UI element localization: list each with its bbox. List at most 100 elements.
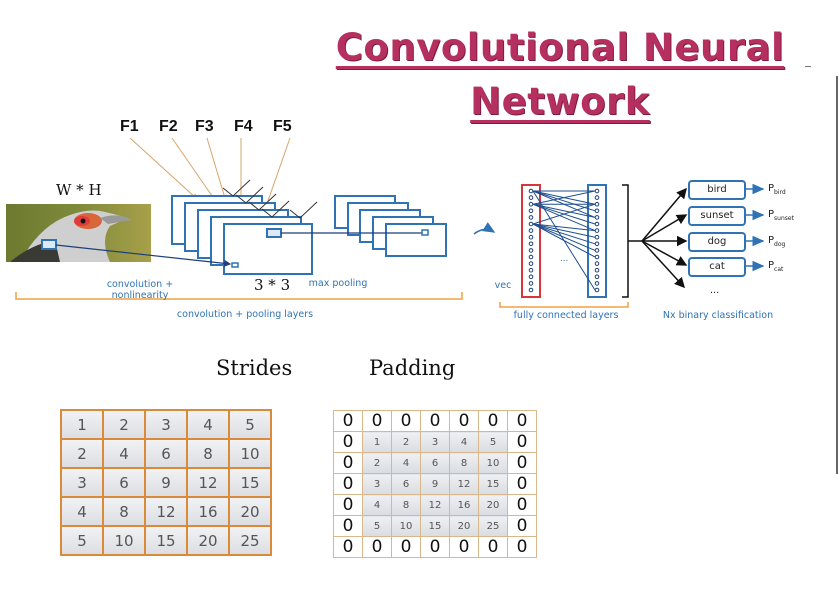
strides-cell: 15 xyxy=(144,525,188,556)
vec-neuron xyxy=(528,274,534,280)
fc-neuron xyxy=(594,208,600,214)
padding-zero-cell: 0 xyxy=(478,410,508,432)
vec-neuron xyxy=(528,248,534,253)
class-box-sunset: sunset xyxy=(688,206,746,226)
prob-symbol: P xyxy=(768,260,775,271)
padding-value-cell: 15 xyxy=(420,515,450,537)
fc-connection xyxy=(532,203,596,232)
padding-value-cell: 6 xyxy=(391,473,421,495)
vec-neuron xyxy=(528,261,534,266)
strides-cell: 20 xyxy=(228,496,272,527)
padding-zero-cell: 0 xyxy=(507,494,537,516)
vec-neuron xyxy=(528,254,534,260)
caption-conv-line2: nonlinearity xyxy=(111,290,169,301)
strides-cell: 3 xyxy=(144,409,188,440)
padding-value-cell: 1 xyxy=(362,431,392,453)
vec-neuron xyxy=(528,267,534,273)
padding-value-cell: 12 xyxy=(420,494,450,516)
padding-zero-cell: 0 xyxy=(449,410,479,432)
fc-connection xyxy=(532,203,596,218)
fc-neuron xyxy=(594,201,600,207)
padding-zero-cell: 0 xyxy=(333,494,363,516)
padding-value-cell: 20 xyxy=(478,494,508,516)
padding-zero-cell: 0 xyxy=(333,452,363,474)
strides-cell: 10 xyxy=(228,438,272,469)
input-size-label: W * H xyxy=(56,181,102,199)
padding-zero-cell: 0 xyxy=(507,515,537,537)
prob-dog: Pdog xyxy=(768,235,785,248)
padding-zero-cell: 0 xyxy=(391,410,421,432)
strides-cell: 3 xyxy=(60,467,104,498)
kernel-size-label: 3 * 3 xyxy=(254,276,291,294)
padding-value-cell: 4 xyxy=(391,452,421,474)
filter-label-f2: F2 xyxy=(159,118,178,135)
strides-cell: 6 xyxy=(102,467,146,498)
padding-value-cell: 10 xyxy=(391,515,421,537)
fc-connection xyxy=(532,203,596,225)
caption-max-pooling: max pooling xyxy=(308,278,368,289)
strides-title: Strides xyxy=(216,356,293,380)
fc-ellipsis: ... xyxy=(560,253,569,264)
fc-neuron xyxy=(594,195,600,200)
vec-neuron xyxy=(528,215,534,220)
vec-neuron xyxy=(528,208,534,214)
strides-cell: 8 xyxy=(186,438,230,469)
cnn-diagram xyxy=(6,137,765,308)
fc-neuron xyxy=(594,188,600,194)
padding-value-cell: 5 xyxy=(362,515,392,537)
strides-cell: 6 xyxy=(144,438,188,469)
padding-zero-cell: 0 xyxy=(449,536,479,558)
conv-feature-maps xyxy=(171,195,313,275)
padding-zero-cell: 0 xyxy=(333,410,363,432)
vec-neuron xyxy=(528,221,534,227)
prob-symbol: P xyxy=(768,209,775,220)
padding-value-cell: 16 xyxy=(449,494,479,516)
padding-zero-cell: 0 xyxy=(333,515,363,537)
vec-neuron xyxy=(528,188,534,194)
strides-cell: 25 xyxy=(228,525,272,556)
padding-zero-cell: 0 xyxy=(420,536,450,558)
pooling-maps xyxy=(334,195,447,257)
padding-zero-cell: 0 xyxy=(507,452,537,474)
filter-label-f1: F1 xyxy=(120,118,139,135)
prob-sunset: Psunset xyxy=(768,209,794,222)
strides-cell: 4 xyxy=(102,438,146,469)
strides-cell: 16 xyxy=(186,496,230,527)
caption-conv-line1: convolution + xyxy=(106,279,174,290)
padding-value-cell: 2 xyxy=(362,452,392,474)
class-box-dog: dog xyxy=(688,232,746,252)
padding-value-cell: 15 xyxy=(478,473,508,495)
padding-zero-cell: 0 xyxy=(362,536,392,558)
padding-value-cell: 2 xyxy=(391,431,421,453)
fc-neuron xyxy=(594,274,600,280)
fc-neuron xyxy=(594,261,600,266)
caption-fully-connected: fully connected layers xyxy=(513,310,619,321)
padding-zero-cell: 0 xyxy=(333,536,363,558)
fc-connection xyxy=(532,190,596,205)
padding-value-cell: 10 xyxy=(478,452,508,474)
class-box-bird: bird xyxy=(688,180,746,200)
strides-cell: 5 xyxy=(228,409,272,440)
strides-cell: 1 xyxy=(60,409,104,440)
fc-connection xyxy=(532,223,596,258)
padding-zero-cell: 0 xyxy=(507,410,537,432)
padding-value-cell: 3 xyxy=(362,473,392,495)
padding-value-cell: 4 xyxy=(449,431,479,453)
padding-zero-cell: 0 xyxy=(362,410,392,432)
prob-symbol: P xyxy=(768,235,775,246)
filter-label-f5: F5 xyxy=(273,118,292,135)
caption-classification: Nx binary classification xyxy=(662,310,774,321)
fc-neuron xyxy=(594,215,600,220)
prob-subscript: dog xyxy=(774,241,786,248)
fc-neuron xyxy=(594,287,600,293)
fc-neuron xyxy=(594,281,600,286)
padding-zero-cell: 0 xyxy=(391,536,421,558)
fc-layer xyxy=(587,184,607,298)
vec-neuron xyxy=(528,241,534,247)
strides-cell: 2 xyxy=(102,409,146,440)
filter-label-f4: F4 xyxy=(234,118,253,135)
filter-label-f3: F3 xyxy=(195,118,214,135)
vec-neuron xyxy=(528,201,534,207)
